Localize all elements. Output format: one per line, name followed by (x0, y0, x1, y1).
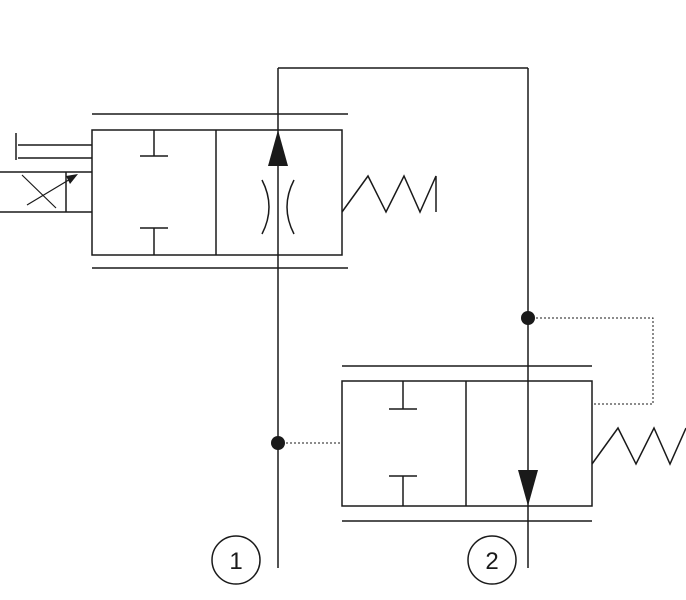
junction-dot (521, 311, 535, 325)
flow-arrow-up-icon (268, 130, 288, 166)
blocked-port-symbol (140, 130, 168, 255)
port-2-circle (467, 535, 517, 585)
flow-arrow-down-icon (518, 470, 538, 506)
port-2-label: 2 (485, 548, 498, 575)
proportional-solenoid-icon (0, 133, 92, 213)
pilot-line-right (528, 317, 654, 405)
valve-upper (0, 113, 437, 269)
valve-lower (341, 365, 686, 522)
orifice-symbol (261, 179, 295, 235)
port-2-marker: 2 (467, 535, 517, 585)
port-1-circle (211, 535, 261, 585)
port-1-marker: 1 (211, 535, 261, 585)
spring-symbol-lower (591, 426, 686, 466)
spring-symbol-upper (341, 174, 437, 214)
valve-upper-body (91, 129, 343, 256)
port-1-label: 1 (229, 548, 242, 575)
valve-lower-body (341, 380, 593, 507)
junction-dot (271, 436, 285, 450)
blocked-port-symbol-lower (389, 381, 417, 506)
